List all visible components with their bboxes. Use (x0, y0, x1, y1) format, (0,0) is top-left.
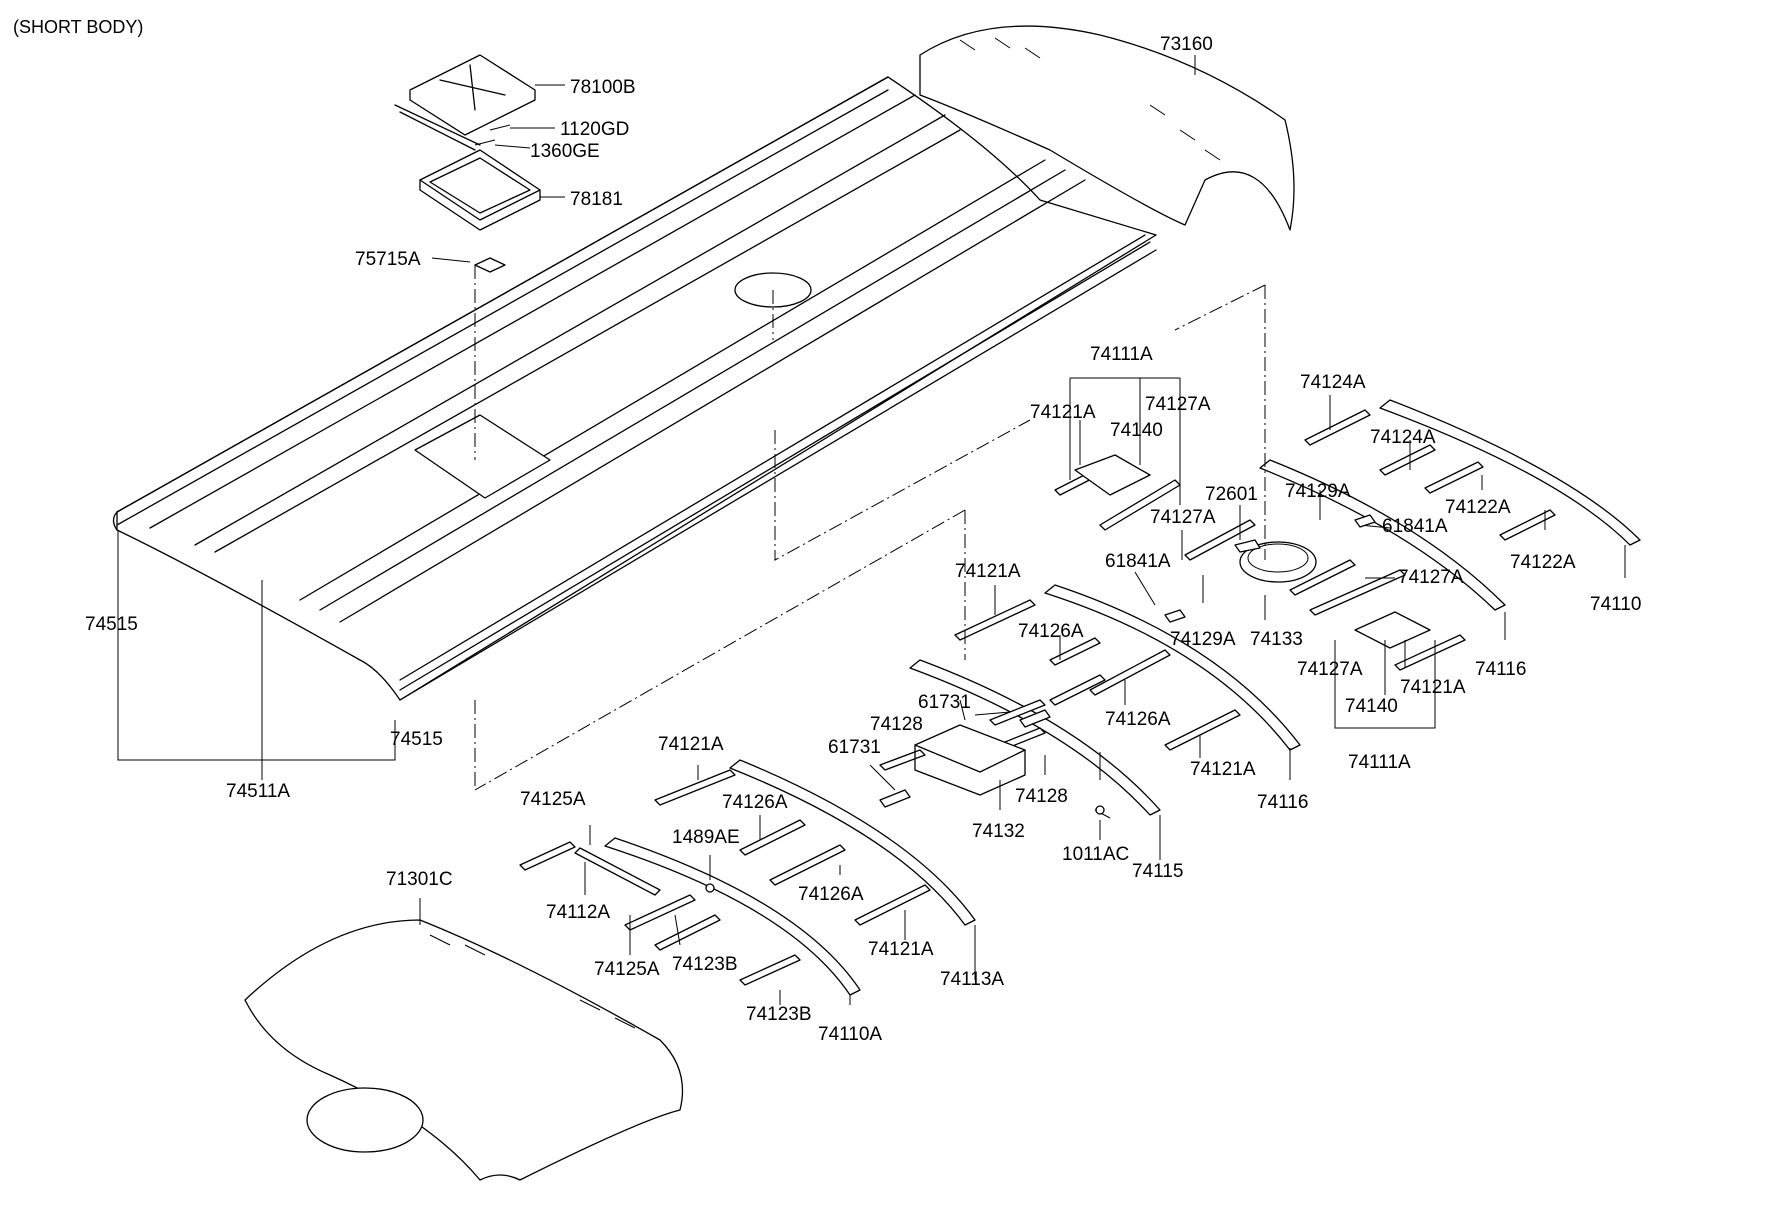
screw-1489AE (705, 883, 715, 893)
leader-lines (117, 55, 1626, 1005)
clip-61841A-b (1164, 609, 1186, 623)
dashed-guides (474, 265, 1266, 791)
label-74111A-top: 74111A (1090, 344, 1153, 365)
label-1489AE: 1489AE (672, 827, 740, 848)
label-74126A-a: 74126A (1018, 621, 1084, 642)
roof-bows (604, 399, 1641, 996)
bow-74110 (1379, 399, 1641, 546)
label-61731-a: 61731 (918, 692, 971, 713)
label-78100B: 78100B (570, 77, 636, 98)
label-74115: 74115 (1132, 861, 1183, 882)
label-74127A-a: 74127A (1145, 394, 1211, 415)
label-74121A-c: 74121A (1400, 677, 1466, 698)
label-74133: 74133 (1250, 629, 1303, 650)
bracket-74132 (914, 724, 1026, 773)
label-74515-left: 74515 (85, 614, 138, 635)
label-74132: 74132 (972, 821, 1025, 842)
rear-cover-window (306, 1087, 424, 1153)
label-71301C: 71301C (386, 869, 453, 890)
label-74129A-b: 74129A (1170, 629, 1236, 650)
label-72601: 72601 (1205, 484, 1258, 505)
label-75715A: 75715A (355, 249, 421, 270)
bracket-74140-upper (1074, 454, 1151, 496)
diagram-title: (SHORT BODY) (13, 17, 143, 37)
clip-61731-b (879, 789, 911, 808)
label-74123B-b: 74123B (746, 1004, 812, 1025)
label-74127A-c: 74127A (1398, 567, 1464, 588)
brackets (1074, 454, 1431, 649)
bow-74113A (729, 759, 976, 926)
bow-74115 (909, 659, 1161, 816)
label-1360GE: 1360GE (530, 141, 600, 162)
label-74121A-d: 74121A (1190, 759, 1256, 780)
label-74124A-b: 74124A (1370, 427, 1436, 448)
label-74111A-bottom: 74111A (1348, 752, 1411, 773)
front-roof-cover-73160 (919, 25, 1295, 231)
label-74127A-d: 74127A (1297, 659, 1363, 680)
label-74511A: 74511A (226, 781, 290, 802)
label-74121A-b: 74121A (955, 561, 1021, 582)
bow-74116-lower (1044, 584, 1301, 751)
label-74127A-b: 74127A (1150, 507, 1216, 528)
clip-75715A (474, 257, 506, 273)
clip-61731-a (1019, 709, 1051, 728)
label-61731-b: 61731 (828, 737, 881, 758)
bow-74116-upper (1259, 459, 1506, 611)
sunroof-opening (414, 414, 551, 499)
label-78181: 78181 (570, 189, 623, 210)
label-74112A: 74112A (546, 902, 610, 923)
roof-vent-assembly (394, 54, 541, 273)
label-74123B-a: 74123B (672, 954, 738, 975)
label-74126A-c: 74126A (722, 792, 788, 813)
label-74113A: 74113A (940, 969, 1004, 990)
label-74121A-a: 74121A (1030, 402, 1096, 423)
label-74126A-b: 74126A (1105, 709, 1171, 730)
roof-strips (519, 409, 1556, 986)
label-74126A-d: 74126A (798, 884, 864, 905)
label-74110: 74110 (1590, 594, 1641, 615)
label-74121A-e: 74121A (658, 734, 724, 755)
label-74129A-a: 74129A (1285, 481, 1351, 502)
bracket-74140-lower (1354, 611, 1431, 649)
label-1011AC: 1011AC (1062, 844, 1129, 865)
clip-72601 (1234, 539, 1261, 553)
label-74116-b: 74116 (1257, 792, 1308, 813)
roof-panel (112, 76, 1157, 701)
label-74110A: 74110A (818, 1024, 882, 1045)
label-74128-a: 74128 (870, 714, 923, 735)
label-74122A-b: 74122A (1510, 552, 1576, 573)
label-74122A-a: 74122A (1445, 497, 1511, 518)
label-74515-right: 74515 (390, 729, 443, 750)
label-74140-a: 74140 (1110, 420, 1163, 441)
label-73160: 73160 (1160, 34, 1213, 55)
label-61841A-b: 61841A (1105, 551, 1171, 572)
label-74128-b: 74128 (1015, 786, 1068, 807)
label-74125A-a: 74125A (520, 789, 586, 810)
bolt-1011AC (1095, 805, 1105, 815)
label-74116-a: 74116 (1475, 659, 1526, 680)
label-61841A-a: 61841A (1382, 516, 1448, 537)
rear-roof-cover-71301C (244, 919, 684, 1181)
label-74124A-a: 74124A (1300, 372, 1366, 393)
label-74125A-b: 74125A (594, 959, 660, 980)
part-labels: 73160 78100B 1120GD 1360GE 78181 75715A … (85, 34, 1641, 1045)
label-1120GD: 1120GD (560, 119, 629, 140)
label-74140-b: 74140 (1345, 696, 1398, 717)
fasteners (705, 514, 1376, 893)
ring-74133 (1239, 541, 1317, 583)
label-74121A-f: 74121A (868, 939, 934, 960)
clip-61841A-a (1354, 514, 1376, 528)
